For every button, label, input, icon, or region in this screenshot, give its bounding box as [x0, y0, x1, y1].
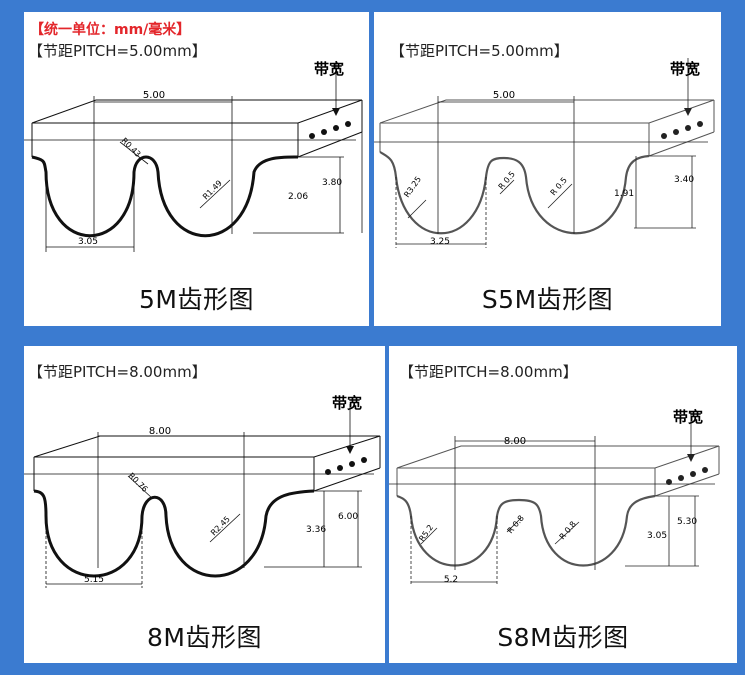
- pitch-dim: 8.00: [504, 436, 526, 447]
- caption: S8M齿形图: [497, 623, 629, 652]
- radius-bottom-dim: R1.49: [201, 179, 224, 202]
- radius-bottom-dim: R2.45: [209, 515, 232, 538]
- pitch-dim: 5.00: [493, 90, 515, 101]
- tooth-width-dim: 3.05: [78, 237, 98, 247]
- radius-left-dim: R3.25: [402, 175, 423, 199]
- tooth-profile-drawing: 8.00 R0.76 R2.45 3.36 6.00 5.15 带宽: [24, 394, 381, 588]
- belt-width-label: 带宽: [314, 60, 344, 78]
- panel-8m: 【节距PITCH=8.00mm】: [24, 346, 385, 663]
- total-height-dim: 5.30: [677, 517, 697, 527]
- tooth-profile-drawing: 5.00 R3.25 R 0.5 R 0.5 1.91 3.40 3.25 带宽: [374, 58, 715, 248]
- pitch-label: 【节距PITCH=5.00mm】: [28, 42, 207, 60]
- caption: S5M齿形图: [481, 285, 614, 314]
- radius-top-dim: R0.43: [120, 136, 143, 159]
- panel-s5m: 【节距PITCH=5.00mm】: [374, 12, 721, 326]
- pitch-label: 【节距PITCH=5.00mm】: [390, 42, 569, 60]
- tooth-height-dim: 1.91: [614, 189, 634, 199]
- belt-width-label: 带宽: [670, 60, 700, 78]
- total-height-dim: 3.40: [674, 175, 694, 185]
- panel-5m: 【统一单位：mm/毫米】 【节距PITCH=5.00mm】: [24, 12, 369, 326]
- caption: 8M齿形图: [147, 623, 262, 652]
- pitch-dim: 8.00: [149, 426, 171, 437]
- tooth-profile-drawing: 5.00 R0.43 R1.49 2.06 3.80 3.05 带宽: [24, 60, 363, 252]
- belt-width-label: 带宽: [332, 394, 362, 412]
- pitch-label: 【节距PITCH=8.00mm】: [399, 363, 578, 381]
- radius-mid1-dim: R 0.8: [506, 514, 526, 536]
- tooth-height-dim: 3.36: [306, 525, 326, 535]
- unit-note: 【统一单位：mm/毫米】: [30, 22, 191, 38]
- radius-mid2-dim: R 0.5: [549, 176, 569, 198]
- panel-s8m: 【节距PITCH=8.00mm】: [389, 346, 737, 663]
- belt-width-label: 带宽: [673, 408, 703, 426]
- radius-mid2-dim: R 0.8: [558, 520, 578, 542]
- total-height-dim: 6.00: [338, 512, 358, 522]
- total-height-dim: 3.80: [322, 178, 342, 188]
- tooth-height-dim: 2.06: [288, 192, 308, 202]
- tooth-width-dim: 5.15: [84, 575, 104, 585]
- pitch-label: 【节距PITCH=8.00mm】: [28, 363, 207, 381]
- radius-top-dim: R0.76: [127, 471, 150, 494]
- tooth-profile-drawing: 8.00 R5.2 R 0.8 R 0.8 3.05 5.30 5.2 带宽: [389, 408, 720, 586]
- tooth-height-dim: 3.05: [647, 531, 667, 541]
- tooth-width-dim: 5.2: [444, 575, 458, 585]
- pitch-dim: 5.00: [143, 90, 165, 101]
- tooth-width-dim: 3.25: [430, 237, 450, 247]
- caption: 5M齿形图: [139, 285, 254, 314]
